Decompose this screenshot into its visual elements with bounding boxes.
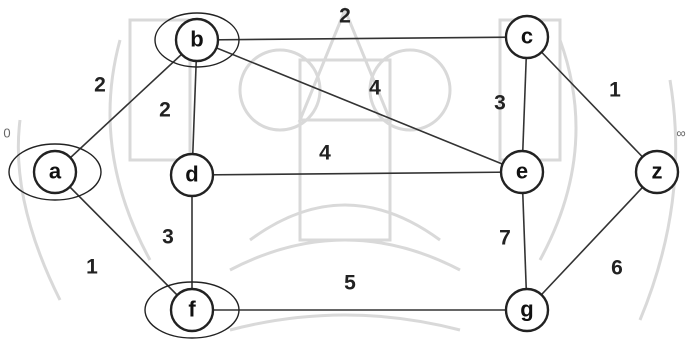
node-a: a xyxy=(9,144,101,200)
node-c: c xyxy=(506,16,548,58)
edge-weight-c-z: 1 xyxy=(609,79,621,102)
node-c-label: c xyxy=(521,24,533,49)
edge-weight-d-f: 3 xyxy=(162,226,174,249)
edge-weight-b-d: 2 xyxy=(159,99,171,122)
edge-weight-g-z: 6 xyxy=(611,257,623,280)
node-a-distance-annotation: 0 xyxy=(3,126,10,141)
edge-weight-d-e: 4 xyxy=(319,142,331,165)
edge-weight-b-c: 2 xyxy=(339,5,351,28)
edge-weight-f-g: 5 xyxy=(344,272,356,295)
node-g: g xyxy=(506,289,548,331)
edge-weight-e-g: 7 xyxy=(499,227,511,250)
node-z-distance-annotation: ∞ xyxy=(676,126,685,141)
edge-weight-a-f: 1 xyxy=(86,256,98,279)
node-f-label: f xyxy=(188,297,196,322)
edges-layer xyxy=(55,37,657,310)
node-b-label: b xyxy=(190,27,203,52)
node-z-label: z xyxy=(652,159,663,184)
edge-b-c xyxy=(197,37,527,40)
edge-g-z xyxy=(527,172,657,310)
annotations-layer: 0∞ xyxy=(3,126,685,141)
edge-d-e xyxy=(192,172,522,175)
edge-c-z xyxy=(527,37,657,172)
edge-weight-a-b: 2 xyxy=(94,74,106,97)
node-a-label: a xyxy=(49,159,62,184)
edge-weight-b-e: 4 xyxy=(369,77,381,100)
node-e-label: e xyxy=(516,159,528,184)
node-z: z xyxy=(636,151,678,193)
node-e: e xyxy=(501,151,543,193)
node-d-label: d xyxy=(185,162,198,187)
edge-weight-c-e: 3 xyxy=(494,92,506,115)
node-d: d xyxy=(171,154,213,196)
edge-a-b xyxy=(55,40,197,172)
node-g-label: g xyxy=(520,297,533,322)
